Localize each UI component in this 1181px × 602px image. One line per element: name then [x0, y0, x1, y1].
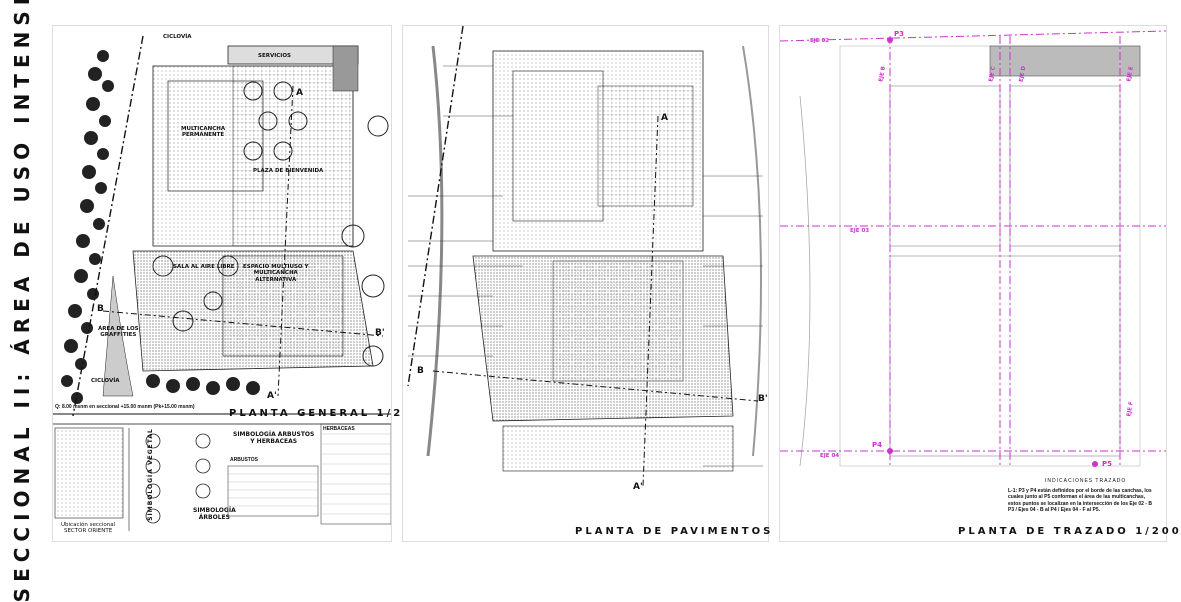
legend-ubicacion: Ubicación seccional SECTOR ORIENTE — [61, 522, 116, 535]
legend-arboles-title: SIMBOLOGÍA ÁRBOLES — [193, 507, 236, 521]
pav-cut-a: A — [661, 113, 668, 123]
vertical-sheet-title: SECCIONAL II: ÁREA DE USO INTENSIVO — [4, 0, 40, 602]
indicaciones-text: L-1: P3 y P4 están definidos por el bord… — [1008, 488, 1152, 513]
plan-trazado-sheet: P3 P4 P5 EJE 02 EJE B EJE C EJE D EJE E … — [779, 25, 1179, 542]
indicaciones-title: INDICACIONES TRAZADO — [1045, 478, 1127, 484]
levels-note: Q: 8.00 msnm en seccional +15.00 msnm (P… — [55, 404, 195, 410]
cut-b-marker: B — [97, 304, 104, 314]
label-ciclovia-top: CICLOVÍA — [163, 34, 192, 40]
legend-arbustos-label: ARBUSTOS — [230, 457, 258, 463]
axis-eje-04: EJE 04 — [820, 453, 840, 459]
label-servicios: SERVICIOS — [258, 53, 291, 59]
plan-trazado-title: PLANTA DE TRAZADO 1/200 — [958, 526, 1181, 537]
label-espacio: ESPACIO MULTIUSO Y MULTICANCHA ALTERNATI… — [243, 264, 309, 283]
label-area-graffiti: ÁREA DE LOS GRAFFITIES — [98, 326, 139, 339]
label-sala: SALA AL AIRE LIBRE — [173, 264, 235, 270]
plan-general-drawing — [53, 35, 391, 531]
label-ciclovia-bottom: CICLOVÍA — [91, 378, 120, 384]
plan-trazado-drawing — [780, 30, 1166, 467]
point-p4: P4 — [872, 441, 883, 449]
label-plaza: PLAZA DE BIENVENIDA — [253, 168, 324, 174]
cut-b2-marker: B' — [375, 328, 385, 338]
point-p5: P5 — [1102, 460, 1113, 468]
cut-a-marker: A — [296, 88, 303, 98]
pav-cut-b: B — [417, 366, 424, 376]
plan-pavimentos-drawing — [407, 26, 763, 487]
sheet-title: SECCIONAL II: ÁREA DE USO INTENSIVO — [10, 0, 34, 602]
plan-general-sheet: CICLOVÍA SERVICIOS MULTICANCHA PERMANENT… — [52, 25, 420, 542]
axis-eje-02: EJE 02 — [810, 38, 830, 44]
legend-arbustos-title: SIMBOLOGÍA ARBUSTOS Y HERBACEAS — [233, 431, 315, 445]
pav-cut-b2: B' — [758, 394, 768, 404]
plan-pavimentos-title: PLANTA DE PAVIMENTOS 1/200 — [575, 526, 827, 537]
cut-a2-marker: A' — [267, 391, 277, 401]
plan-general-title: PLANTA GENERAL 1/250 — [229, 408, 424, 419]
pav-cut-a2: A' — [633, 482, 643, 492]
label-multicancha: MULTICANCHA PERMANENTE — [181, 126, 226, 139]
tree-belt — [61, 50, 114, 404]
point-p3: P3 — [894, 30, 905, 38]
legend-herbaceas-label: HERBACEAS — [323, 426, 355, 432]
legend-simbologia-vegetal: SIMBOLOGÍA VEGETAL — [146, 428, 154, 521]
axis-eje-03: EJE 03 — [850, 228, 870, 234]
plan-pavimentos-sheet: A A' B B' PLANTA DE PAVIMENTOS 1/200 — [402, 25, 823, 542]
